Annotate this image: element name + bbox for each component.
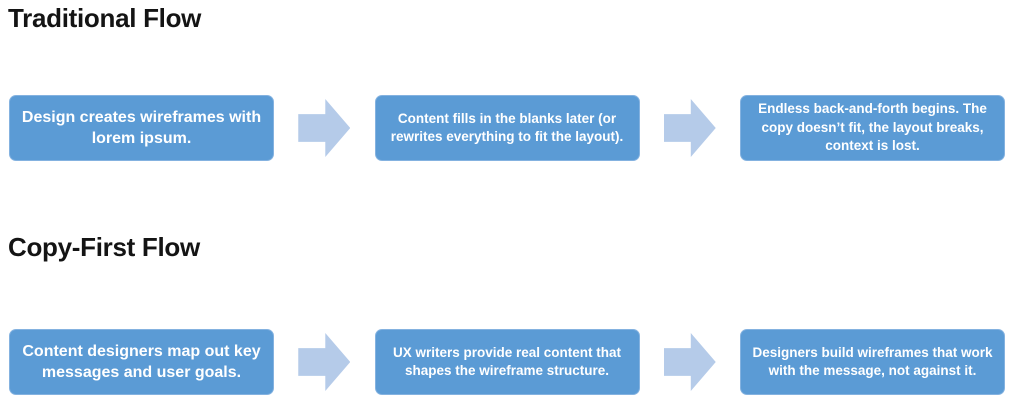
step-text-line: with the message, not against it.: [768, 363, 977, 378]
step-box-copyfirst-2: UX writers provide real content that sha…: [374, 329, 640, 395]
step-text-line: Endless back-and-forth begins. The: [758, 101, 987, 117]
step-text-line: rewrites everything to fit the layout).: [390, 129, 624, 144]
right-arrow-icon: [663, 333, 716, 391]
step-text-line: Content designers map out key: [22, 343, 261, 360]
copy-first-flow-row: Content designers map out key messages a…: [9, 329, 1005, 395]
traditional-flow-row: Design creates wireframes with lorem ips…: [9, 95, 1005, 161]
right-arrow-icon: [298, 99, 351, 157]
step-box-traditional-3: Endless back-and-forth begins. The copy …: [740, 95, 1005, 161]
step-box-traditional-2: Content fills in the blanks later (or re…: [374, 95, 640, 161]
traditional-flow-title: Traditional Flow: [8, 3, 202, 33]
step-box-copyfirst-1: Content designers map out key messages a…: [9, 329, 274, 395]
step-text-line: Design creates wireframes with: [21, 109, 262, 126]
step-text-line: shapes the wireframe structure.: [404, 363, 610, 378]
step-box-traditional-1: Design creates wireframes with lorem ips…: [9, 95, 274, 161]
step-text-line: Designers build wireframes that work: [752, 344, 993, 360]
right-arrow-icon: [298, 333, 351, 391]
right-arrow-icon: [663, 99, 716, 157]
step-text-line: Content fills in the blanks later (or: [397, 110, 617, 126]
step-text-line: copy doesn’t fit, the layout breaks,: [761, 119, 984, 135]
step-text-line: lorem ipsum.: [91, 130, 192, 147]
step-box-copyfirst-3: Designers build wireframes that work wit…: [740, 329, 1005, 395]
step-text-line: UX writers provide real content that: [392, 344, 622, 360]
step-text-line: messages and user goals.: [41, 364, 242, 381]
copy-first-flow-title: Copy-First Flow: [8, 232, 200, 262]
step-text-line: context is lost.: [825, 138, 920, 154]
